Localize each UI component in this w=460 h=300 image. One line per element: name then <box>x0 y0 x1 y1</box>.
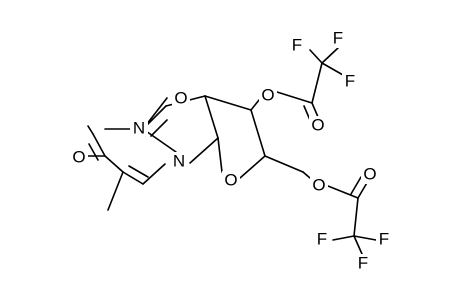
bond <box>88 143 99 161</box>
atom-o-carbonyl-top: O <box>311 116 324 135</box>
bonds <box>84 47 377 255</box>
bond <box>204 95 252 111</box>
bond <box>264 155 304 173</box>
atom-o-ester-top: O <box>261 86 274 105</box>
bond <box>150 119 168 137</box>
bond <box>353 197 359 237</box>
bond <box>87 125 94 135</box>
bond <box>321 62 344 76</box>
bond <box>353 235 377 241</box>
atom-labels: O N O N O O O F F F O O F F F <box>70 29 392 273</box>
bond <box>250 99 260 111</box>
atom-f-top-1: F <box>292 36 302 55</box>
bond <box>321 47 339 64</box>
atom-f-bottom-2: F <box>358 254 368 273</box>
atom-o-carbonyl-ring: O <box>72 148 85 167</box>
bond <box>189 137 219 164</box>
atom-f-bottom-1: F <box>317 230 327 249</box>
bond <box>350 176 362 195</box>
atom-n-bridge: N <box>173 152 185 171</box>
atom-f-bottom-3: F <box>379 230 389 249</box>
bond <box>302 171 311 179</box>
bond <box>217 137 223 173</box>
bond <box>276 91 313 104</box>
bond <box>204 95 219 139</box>
bond <box>104 155 124 173</box>
bond <box>332 235 355 241</box>
atom-f-top-2: F <box>333 29 343 48</box>
bond <box>142 163 166 185</box>
bond <box>311 102 319 118</box>
atom-o-ester-bottom: O <box>312 176 325 195</box>
bond <box>239 155 266 179</box>
atom-o-carbonyl-bottom: O <box>363 165 376 184</box>
bond <box>128 165 149 178</box>
bond <box>92 133 106 157</box>
bond <box>353 235 363 255</box>
atom-f-top-3: F <box>345 72 355 91</box>
bond <box>107 171 124 211</box>
bond <box>142 128 177 153</box>
bond <box>311 62 323 104</box>
atom-n-ring: N <box>133 119 145 138</box>
bond <box>309 49 323 64</box>
atom-o-furan: O <box>224 171 237 190</box>
bond <box>327 185 359 199</box>
bond <box>122 171 144 185</box>
bond <box>250 109 266 157</box>
atom-o-oxazole: O <box>174 89 187 108</box>
